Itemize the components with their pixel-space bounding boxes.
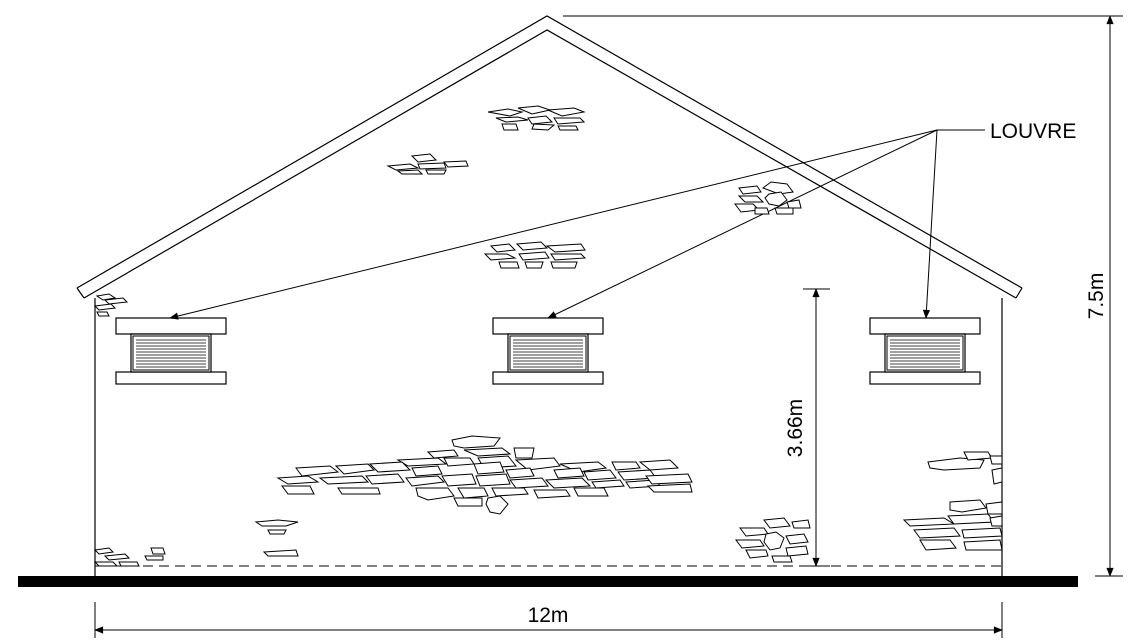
louvre-center [492, 317, 604, 385]
louvre-leaders [169, 129, 985, 320]
louvre-height-label: 3.66m [784, 399, 807, 457]
louvre-height-dimension [803, 288, 830, 567]
width-label: 12m [528, 604, 569, 627]
ground-line [18, 576, 1078, 587]
louvre-label: LOUVRE [990, 120, 1076, 143]
stone-texture [93, 105, 1003, 567]
louvre-left [115, 317, 227, 385]
total-height-label: 7.5m [1085, 273, 1108, 320]
louvre-right [869, 317, 981, 385]
gable-roof [76, 15, 1023, 299]
total-height-dimension [563, 15, 1123, 577]
building-walls [94, 298, 1003, 576]
width-dimension [94, 602, 1003, 638]
